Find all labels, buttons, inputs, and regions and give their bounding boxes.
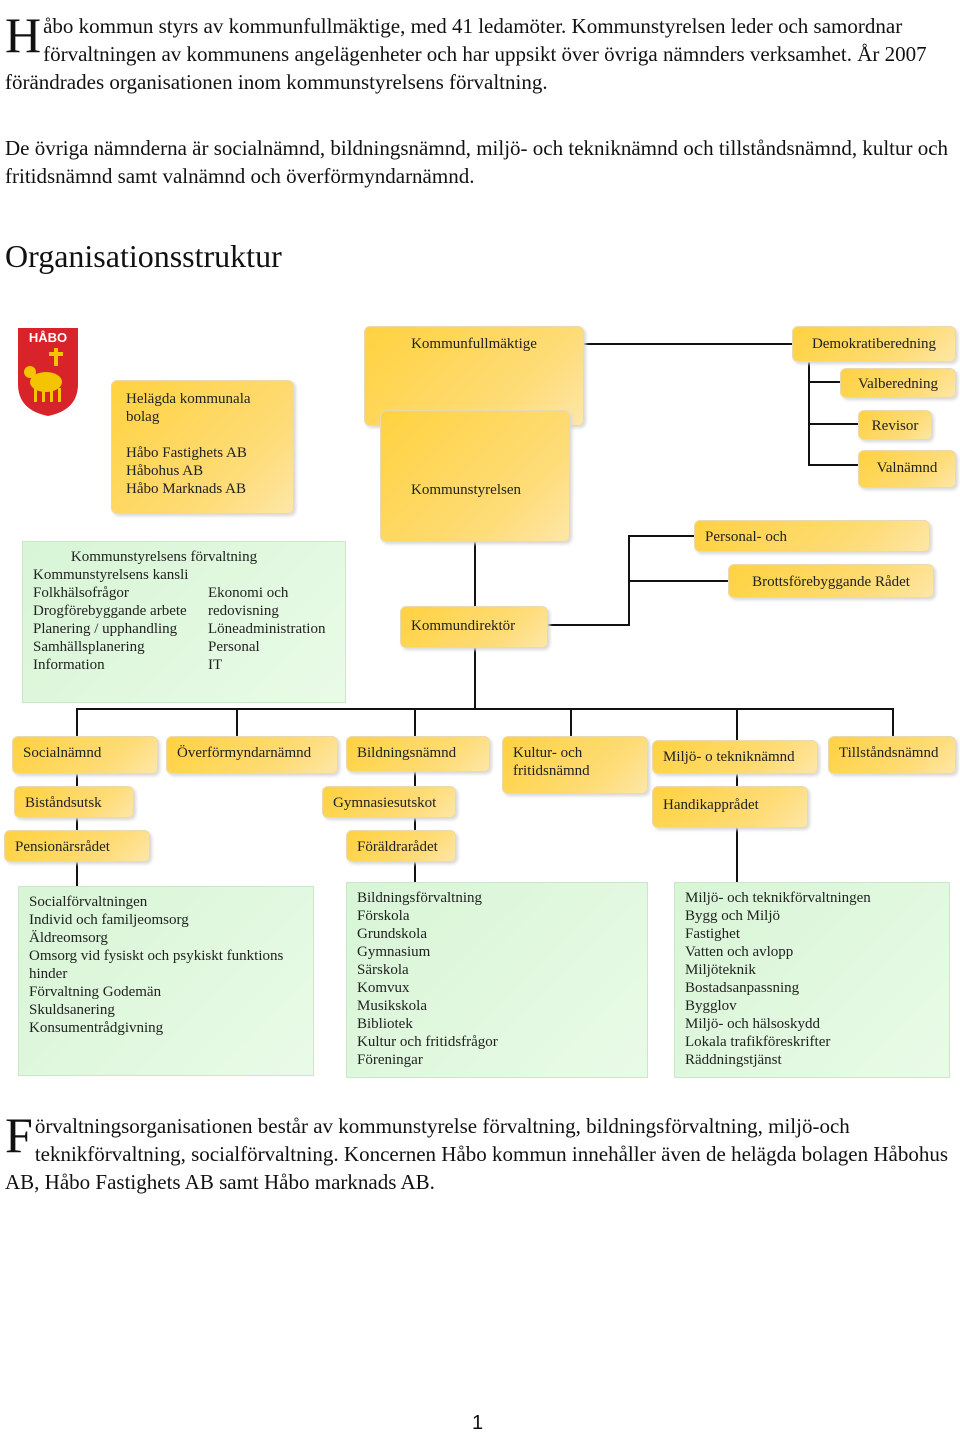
pensionarsradet-box: Pensionärsrådet	[4, 830, 150, 862]
section-heading: Organisationsstruktur	[5, 238, 282, 274]
bolag-item: Håbo Fastighets AB	[126, 445, 247, 461]
kultur-fritidsnamnd-box: Kultur- och fritidsnämnd	[502, 736, 648, 794]
valberedning-box: Valberedning	[840, 368, 956, 398]
personal-box: Personal- och	[694, 520, 930, 552]
kommunstyrelsen-box: Kommunstyrelsen	[380, 410, 570, 542]
bolag-item: Håbo Marknads AB	[126, 481, 246, 497]
kommunfullmaktige-box: Kommunfullmäktige	[364, 326, 584, 426]
overformyndarnamnd-box: Överförmyndarnämnd	[166, 736, 338, 774]
demokratiberedning-box: Demokratiberedning	[792, 326, 956, 362]
bolag-box: Helägda kommunala bolag Håbo Fastighets …	[111, 380, 294, 514]
bildningsforvaltning-box: Bildningsförvaltning Förskola Grundskola…	[346, 882, 648, 1078]
habo-logo-icon: HÅBO	[18, 328, 78, 416]
handikappradet-box: Handikapprådet	[652, 786, 808, 828]
revisor-box: Revisor	[858, 410, 932, 440]
foraldraradet-box: Föräldrarådet	[346, 830, 456, 862]
bildningsnamnd-box: Bildningsnämnd	[346, 736, 490, 772]
tillstandsnamnd-box: Tillståndsnämnd	[828, 736, 956, 774]
socialforvaltning-box: Socialförvaltningen Individ och familjeo…	[18, 886, 314, 1076]
bolag-title: Helägda kommunala bolag	[126, 391, 251, 425]
miljo-tekniknamnd-box: Miljö- o tekniknämnd	[652, 740, 818, 774]
drop-cap: H	[5, 7, 42, 63]
gymnasieutskott-box: Gymnasiesutskot	[322, 786, 456, 818]
drop-cap: F	[5, 1107, 33, 1163]
brottsforebyggande-box: Brottsförebyggande Rådet	[728, 564, 934, 598]
ks-forvaltning-title: Kommunstyrelsens förvaltning	[70, 549, 258, 565]
ks-forvaltning-box: Kommunstyrelsens förvaltning Kommunstyre…	[22, 541, 346, 703]
page-number: 1	[472, 1412, 484, 1434]
socialnamnd-box: Socialnämnd	[12, 736, 158, 774]
bistandsutskott-box: Biståndsutsk	[14, 786, 134, 818]
kommundirektor-box: Kommundirektör	[400, 606, 548, 648]
valnamnd-box: Valnämnd	[858, 450, 956, 488]
svg-text:HÅBO: HÅBO	[29, 330, 67, 345]
miljoforvaltning-box: Miljö- och teknikförvaltningen Bygg och …	[674, 882, 950, 1078]
bolag-item: Håbohus AB	[126, 463, 204, 479]
intro-paragraph-2: De övriga nämnderna är socialnämnd, bild…	[5, 136, 949, 188]
